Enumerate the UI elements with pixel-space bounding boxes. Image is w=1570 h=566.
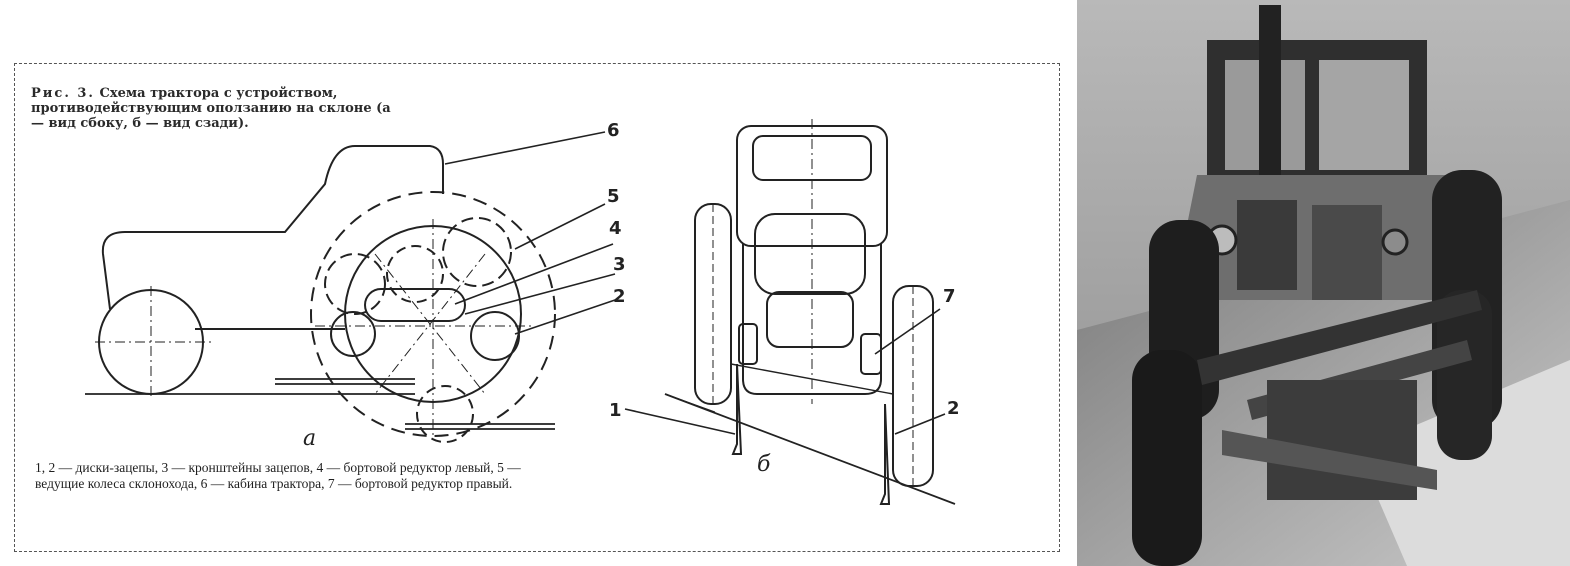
leader-5: [514, 203, 606, 250]
callout-1: 1: [609, 400, 622, 421]
leader-1: [624, 408, 736, 435]
leader-7: [874, 308, 941, 355]
tractor-body-outline: [101, 145, 444, 310]
side-view-drawing: [85, 131, 616, 443]
rear-wheel-dashed-outline: [310, 191, 556, 437]
rear-view-drawing: [624, 119, 956, 505]
caption-text: Схема трактора с устройством, противодей…: [31, 86, 391, 131]
callout-6: 6: [607, 120, 620, 141]
schematic-drawings: [85, 119, 956, 505]
callout-7: 7: [943, 286, 956, 307]
slope-line: [664, 393, 956, 505]
callout-3: 3: [613, 254, 626, 275]
callout-2-rear: 2: [947, 398, 960, 419]
callout-5: 5: [607, 186, 620, 207]
side-view-label: а: [303, 426, 317, 451]
figure-legend: 1, 2 — диски-зацепы, 3 — кронштейны заце…: [35, 460, 521, 491]
callout-2: 2: [613, 286, 626, 307]
callout-4: 4: [609, 218, 622, 239]
figure-caption: Рис. 3. Схема трактора с устройством, пр…: [31, 86, 401, 131]
engine-block: [754, 213, 866, 295]
figure-panel: Рис. 3. Схема трактора с устройством, пр…: [14, 63, 1060, 552]
tractor-photo: [1077, 0, 1570, 566]
leader-4: [454, 243, 614, 305]
bracket: [364, 288, 466, 322]
leader-3: [464, 273, 616, 315]
tractor-photo-image: [1077, 0, 1570, 566]
rear-view-label: б: [757, 452, 771, 477]
disk-hook-right: [470, 311, 520, 361]
leader-2b: [894, 413, 946, 435]
leader-6: [444, 131, 606, 165]
caption-lead: Рис. 3.: [31, 86, 95, 101]
leader-2: [514, 299, 616, 335]
ground-line: [85, 378, 555, 430]
disk-hook-left: [330, 311, 376, 357]
